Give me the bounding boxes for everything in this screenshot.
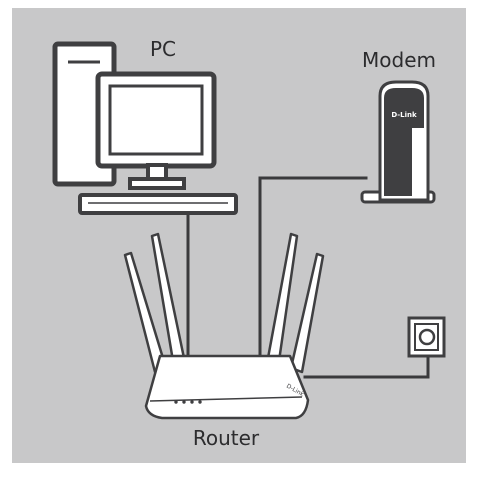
router-antennas: [123, 232, 325, 374]
power-outlet-plug: [418, 328, 436, 346]
modem: D-Link: [360, 80, 436, 204]
modem-front-panel: [384, 88, 424, 196]
router-led-1: [174, 400, 178, 404]
pc-monitor-screen: [108, 84, 204, 156]
router-led-4: [198, 400, 202, 404]
router: D-Link: [123, 232, 325, 420]
pc-monitor-base: [128, 177, 186, 190]
router-led-2: [182, 400, 186, 404]
pc: [52, 41, 238, 215]
router-body: [144, 354, 310, 420]
pc-label: PC: [150, 37, 176, 61]
cables: [186, 176, 430, 379]
router-label: Router: [193, 426, 260, 450]
router-power-cable: [303, 350, 430, 379]
router-led-3: [190, 400, 194, 404]
router-body-edge: [149, 396, 303, 402]
router-antenna-4: [289, 252, 325, 374]
pc-keyboard: [78, 193, 238, 215]
router-status-leds: [174, 400, 202, 404]
modem-label: Modem: [362, 48, 436, 72]
power-outlet: [407, 316, 446, 358]
modem-router-cable: [258, 176, 368, 364]
modem-brand-logo: D-Link: [391, 111, 417, 119]
